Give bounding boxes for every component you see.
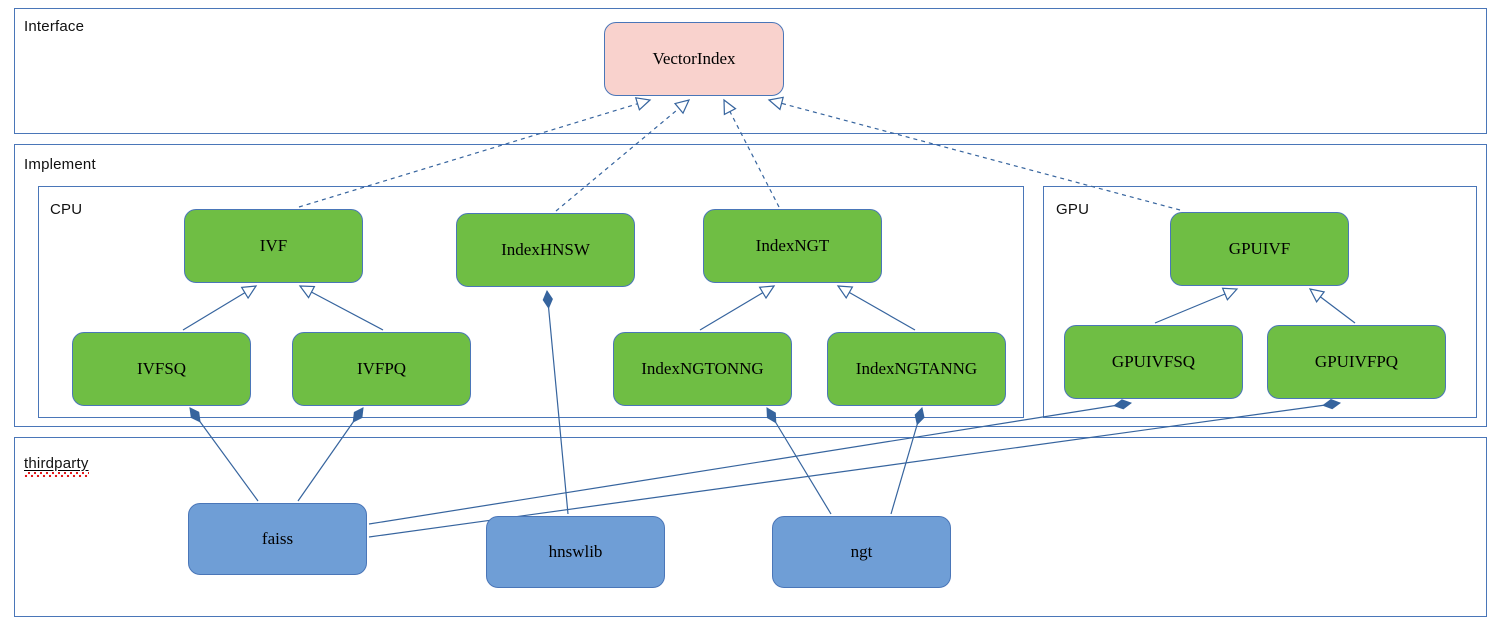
edge-composition-ngt-to-indexngtonng	[766, 407, 832, 515]
edge-inheritance-gpuivfpq-to-gpuivf	[1309, 288, 1356, 324]
class-node-gpuivfsq[interactable]: GPUIVFSQ	[1064, 325, 1243, 399]
edge-realization-indexhnsw-to-vectorindex	[555, 99, 690, 212]
edge-inheritance-indexngtonng-to-indexngt	[699, 285, 775, 331]
edge-inheritance-ivfpq-to-ivf	[299, 285, 384, 331]
class-node-indexhnsw[interactable]: IndexHNSW	[456, 213, 635, 287]
edge-composition-ngt-to-indexngtanng	[890, 407, 923, 515]
edge-inheritance-indexngtanng-to-indexngt	[837, 285, 916, 331]
group-label-implement: Implement	[24, 156, 96, 173]
class-node-indexngtanng[interactable]: IndexNGTANNG	[827, 332, 1006, 406]
group-cpu	[38, 186, 1024, 418]
edge-inheritance-gpuivfsq-to-gpuivf	[1154, 288, 1238, 324]
group-interface	[14, 8, 1487, 134]
edge-composition-faiss-to-ivfsq	[189, 407, 259, 502]
edge-composition-faiss-to-gpuivfsq	[368, 402, 1132, 525]
edge-composition-faiss-to-ivfpq	[297, 407, 364, 502]
edge-inheritance-ivfsq-to-ivf	[182, 285, 257, 331]
class-node-indexngt[interactable]: IndexNGT	[703, 209, 882, 283]
group-label-interface: Interface	[24, 18, 85, 35]
class-node-ngt[interactable]: ngt	[772, 516, 951, 588]
edge-realization-gpuivf-to-vectorindex	[768, 99, 1181, 211]
edge-composition-hnswlib-to-indexhnsw	[546, 290, 569, 515]
class-node-vectorindex[interactable]: VectorIndex	[604, 22, 784, 96]
class-node-ivf[interactable]: IVF	[184, 209, 363, 283]
group-gpu	[1043, 186, 1477, 418]
class-node-faiss[interactable]: faiss	[188, 503, 367, 575]
class-node-gpuivfpq[interactable]: GPUIVFPQ	[1267, 325, 1446, 399]
edge-realization-ivf-to-vectorindex	[298, 99, 651, 208]
group-implement	[14, 144, 1487, 427]
edge-realization-indexngt-to-vectorindex	[723, 99, 780, 208]
group-label-gpu: GPU	[1056, 201, 1090, 218]
class-node-ivfpq[interactable]: IVFPQ	[292, 332, 471, 406]
class-node-gpuivf[interactable]: GPUIVF	[1170, 212, 1349, 286]
class-node-ivfsq[interactable]: IVFSQ	[72, 332, 251, 406]
class-node-hnswlib[interactable]: hnswlib	[486, 516, 665, 588]
edge-composition-faiss-to-gpuivfpq	[368, 402, 1341, 538]
group-thirdparty	[14, 437, 1487, 617]
class-node-indexngtonng[interactable]: IndexNGTONNG	[613, 332, 792, 406]
group-label-cpu: CPU	[50, 201, 83, 218]
